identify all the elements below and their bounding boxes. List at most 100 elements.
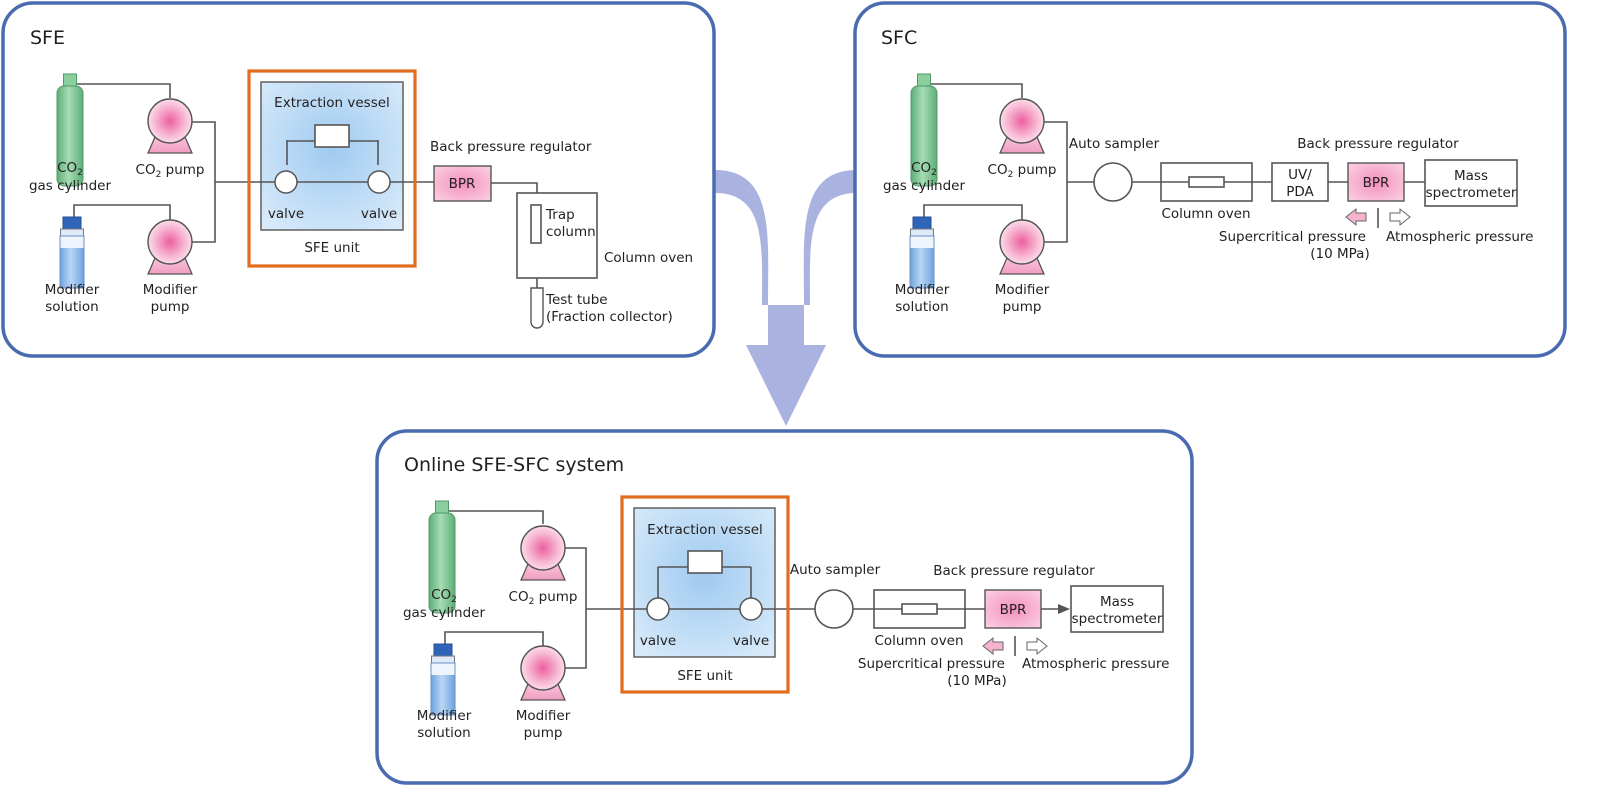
online-sfe-sfc-panel: Online SFE-SFC system CO2 gas cylinder C… <box>375 429 1194 785</box>
bpr-label: BPR <box>1363 175 1390 191</box>
supercritical-pressure-label: Supercritical pressure (10 MPa) <box>858 656 1007 689</box>
left-arrow-icon <box>1345 207 1367 227</box>
svg-text:gas cylinder: gas cylinder <box>29 178 112 194</box>
modifier-solution-label: Modifier solution <box>417 708 472 741</box>
co2-gas-cylinder-label: CO2 gas cylinder <box>883 160 966 194</box>
test-tube-icon <box>530 287 544 329</box>
trap-column-label: Trap column <box>545 207 596 240</box>
extraction-vessel-label: Extraction vessel <box>647 522 763 538</box>
sfe-panel: SFE CO2 gas cylinder CO2 pump Modifier s… <box>1 1 716 358</box>
valve-icon <box>739 597 763 621</box>
co2-pump-label: CO2 pump <box>509 589 578 607</box>
right-arrow-icon <box>1026 636 1048 656</box>
auto-sampler-icon <box>1093 162 1133 202</box>
bpr-label: BPR <box>1000 602 1027 618</box>
svg-text:UV/: UV/ <box>1288 167 1312 183</box>
svg-text:spectrometer: spectrometer <box>1426 185 1517 201</box>
co2-pump-icon <box>520 525 566 581</box>
svg-text:Test tube: Test tube <box>545 292 608 308</box>
svg-text:CO2: CO2 <box>911 160 937 178</box>
column-icon <box>1188 176 1225 188</box>
sfe-title: SFE <box>30 27 65 49</box>
svg-text:pump: pump <box>1003 299 1042 315</box>
modifier-pump-icon <box>520 645 566 701</box>
svg-text:CO2: CO2 <box>57 160 83 178</box>
svg-text:Modifier: Modifier <box>895 282 950 298</box>
mass-spectrometer-label: Mass spectrometer <box>1072 594 1163 627</box>
co2-gas-cylinder-label: CO2 gas cylinder <box>29 160 112 194</box>
svg-text:spectrometer: spectrometer <box>1072 611 1163 627</box>
mass-spectrometer-box <box>1424 159 1518 207</box>
valve-left-label: valve <box>268 206 304 222</box>
modifier-pump-icon <box>147 219 193 275</box>
svg-text:solution: solution <box>417 725 470 741</box>
co2-gas-cylinder-label: CO2 gas cylinder <box>403 587 486 621</box>
bpr-icon <box>433 165 492 202</box>
bpr-caption: Back pressure regulator <box>1297 136 1459 152</box>
svg-text:CO2: CO2 <box>431 587 457 605</box>
co2-pump-icon <box>999 98 1045 154</box>
svg-text:PDA: PDA <box>1286 184 1314 200</box>
trap-column-icon <box>530 204 542 244</box>
uv-pda-label: UV/ PDA <box>1286 167 1314 200</box>
sfe-unit-label: SFE unit <box>677 668 732 684</box>
column-oven-label: Column oven <box>604 250 693 266</box>
sfc-panel: SFC CO2 gas cylinder CO2 pump Modifier s… <box>853 1 1567 358</box>
valve-icon <box>274 170 298 194</box>
auto-sampler-label: Auto sampler <box>1069 136 1160 152</box>
svg-text:(10 MPa): (10 MPa) <box>947 673 1006 689</box>
auto-sampler-label: Auto sampler <box>790 562 881 578</box>
modifier-bottle-icon <box>909 216 935 289</box>
column-oven-label: Column oven <box>874 633 963 649</box>
right-arrow-icon <box>1389 207 1411 227</box>
co2-pump-label: CO2 pump <box>988 162 1057 180</box>
modifier-bottle-icon <box>430 643 456 716</box>
online-title: Online SFE-SFC system <box>404 454 624 476</box>
svg-text:pump: pump <box>524 725 563 741</box>
left-arrow-icon <box>982 636 1004 656</box>
svg-text:gas cylinder: gas cylinder <box>883 178 966 194</box>
mass-spectrometer-label: Mass spectrometer <box>1426 168 1517 201</box>
svg-text:column: column <box>546 224 596 240</box>
modifier-pump-label: Modifier pump <box>143 282 198 315</box>
uv-pda-box <box>1271 162 1329 202</box>
svg-text:Modifier: Modifier <box>45 282 100 298</box>
modifier-solution-label: Modifier solution <box>895 282 950 315</box>
bpr-caption: Back pressure regulator <box>933 563 1095 579</box>
extraction-vessel-label: Extraction vessel <box>274 95 390 111</box>
svg-text:Trap: Trap <box>545 207 575 223</box>
valve-icon <box>367 170 391 194</box>
co2-pump-icon <box>147 98 193 154</box>
svg-text:Modifier: Modifier <box>417 708 472 724</box>
svg-text:Supercritical pressure: Supercritical pressure <box>858 656 1005 672</box>
supercritical-pressure-label: Supercritical pressure (10 MPa) <box>1219 229 1370 262</box>
svg-text:Modifier: Modifier <box>516 708 571 724</box>
valve-left-label: valve <box>640 633 676 649</box>
column-icon <box>901 603 938 615</box>
modifier-pump-label: Modifier pump <box>995 282 1050 315</box>
merge-arrow-icon <box>715 170 857 426</box>
svg-text:Mass: Mass <box>1454 168 1488 184</box>
modifier-pump-label: Modifier pump <box>516 708 571 741</box>
auto-sampler-icon <box>814 589 854 629</box>
atmospheric-pressure-label: Atmospheric pressure <box>1022 656 1170 672</box>
column-oven-label: Column oven <box>1161 206 1250 222</box>
flow-arrow-icon <box>1058 604 1070 614</box>
bpr-caption: Back pressure regulator <box>430 139 592 155</box>
sfc-title: SFC <box>881 27 917 49</box>
svg-text:solution: solution <box>45 299 98 315</box>
sfe-unit-frame <box>620 495 790 694</box>
modifier-pump-icon <box>999 219 1045 275</box>
modifier-bottle-icon <box>59 216 85 289</box>
svg-text:Supercritical pressure: Supercritical pressure <box>1219 229 1366 245</box>
mass-spectrometer-box <box>1070 585 1164 633</box>
sfe-unit-label: SFE unit <box>304 240 359 256</box>
extraction-vessel-area <box>260 81 404 231</box>
valve-icon <box>646 597 670 621</box>
bpr-icon <box>1347 162 1405 202</box>
extraction-vessel-icon <box>687 550 723 574</box>
svg-text:(Fraction collector): (Fraction collector) <box>546 309 673 325</box>
svg-text:Modifier: Modifier <box>995 282 1050 298</box>
modifier-solution-label: Modifier solution <box>45 282 100 315</box>
